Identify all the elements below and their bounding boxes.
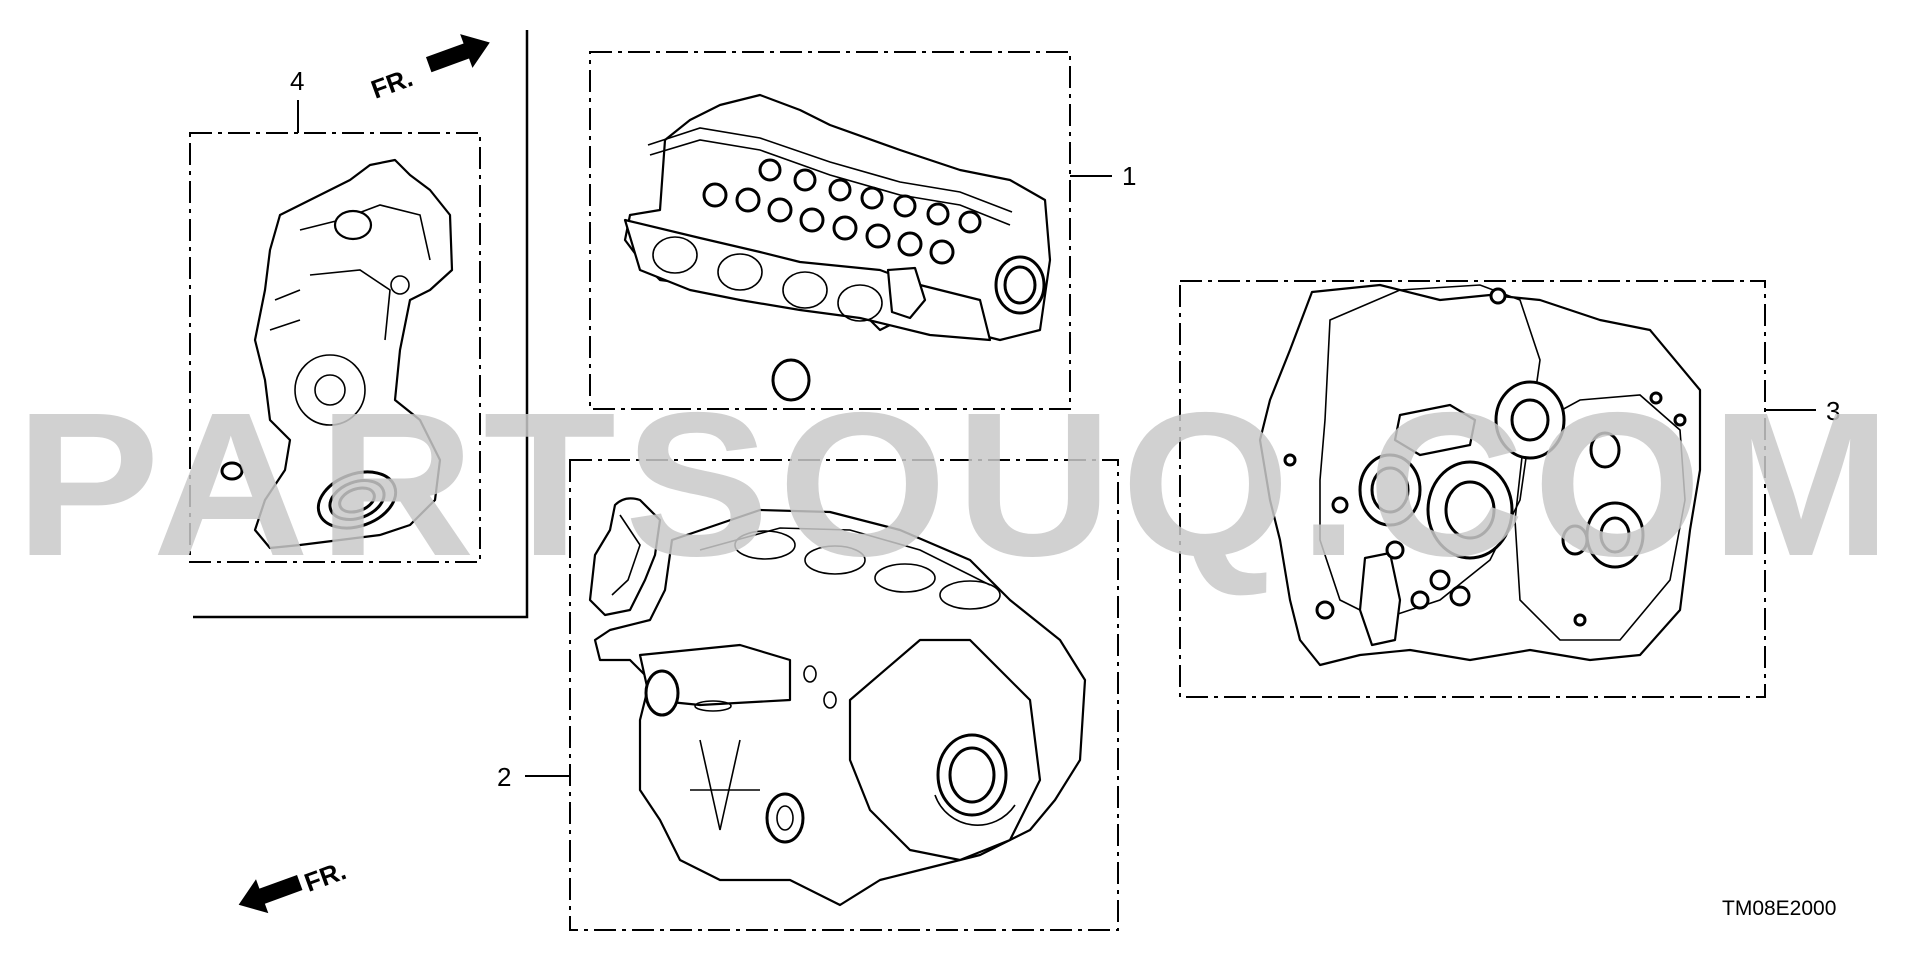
fr-arrow-bottom: FR. [238, 855, 350, 914]
part-4-bracket-line [193, 30, 529, 619]
part-2-box [569, 459, 1119, 931]
part-1-group[interactable]: 1 [589, 51, 1136, 410]
fr-label-bottom: FR. [300, 855, 350, 898]
diagram-code: TM08E2000 [1722, 897, 1836, 920]
part-4-group[interactable]: 4 [189, 30, 529, 619]
fr-arrow-top: FR. [367, 34, 490, 105]
valve-seals [702, 158, 982, 265]
callout-2: 2 [497, 762, 511, 792]
head-gasket-illustration [623, 93, 1052, 402]
part-2-group[interactable]: 2 [497, 459, 1119, 931]
transmission-gasket-illustration [1258, 283, 1702, 667]
callout-1: 1 [1122, 161, 1136, 191]
callout-3: 3 [1826, 396, 1840, 426]
part-1-box [589, 51, 1071, 410]
watermark-text: PARTSOUQ.COM [15, 370, 1900, 599]
callout-4: 4 [290, 66, 304, 96]
part-3-box [1179, 280, 1766, 698]
fr-label-top: FR. [367, 62, 417, 105]
fr-arrow-bottom-icon [238, 875, 303, 914]
part-4-box [189, 132, 481, 563]
part-3-group[interactable]: 3 [1179, 280, 1840, 698]
fr-arrow-top-icon [425, 34, 490, 73]
timing-cover-illustration [220, 158, 454, 550]
engine-block-illustration [588, 497, 1087, 907]
